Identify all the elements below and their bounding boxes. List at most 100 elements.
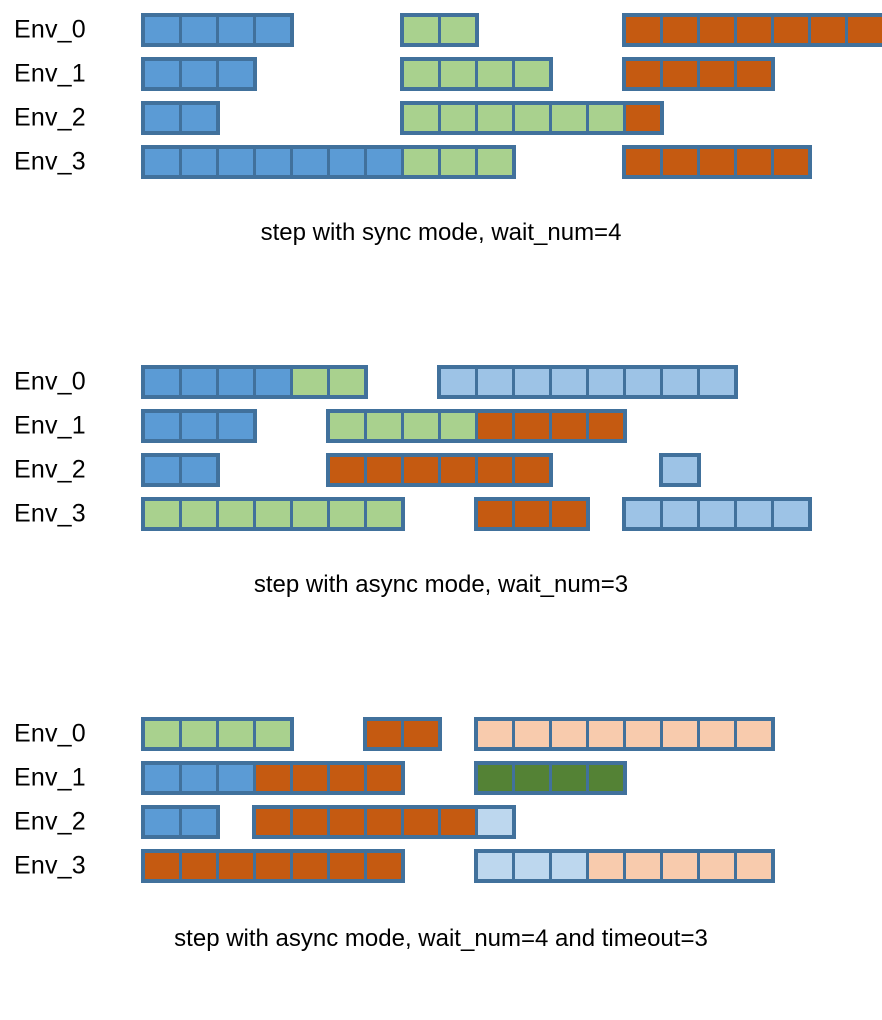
timeline-cell-green bbox=[404, 61, 438, 87]
timeline-cell-orange bbox=[330, 853, 364, 879]
timeline-block bbox=[141, 453, 220, 487]
timeline-cell-peach bbox=[626, 721, 660, 747]
timeline-block bbox=[400, 57, 553, 91]
timeline-cell-lightblue bbox=[700, 501, 734, 527]
timeline-cell-green bbox=[330, 369, 364, 395]
timeline-cell-orange bbox=[626, 149, 660, 175]
timeline-row: Env_3 bbox=[0, 492, 882, 536]
timeline-block bbox=[141, 761, 405, 795]
panel-sync-caption: step with sync mode, wait_num=4 bbox=[260, 219, 622, 246]
timeline-cell-orange bbox=[626, 61, 660, 87]
timeline-cell-orange bbox=[330, 765, 364, 791]
timeline-cell-orange bbox=[293, 809, 327, 835]
timeline-cell-blue bbox=[145, 369, 179, 395]
timeline-cell-lightblue bbox=[441, 369, 475, 395]
timeline-cell-green bbox=[293, 369, 327, 395]
timeline-block bbox=[141, 145, 516, 179]
timeline-block bbox=[141, 849, 405, 883]
timeline-cell-green bbox=[404, 105, 438, 131]
timeline-cell-lightblue bbox=[626, 369, 660, 395]
timeline-cell-orange bbox=[367, 809, 401, 835]
timeline-cell-orange bbox=[848, 17, 882, 43]
timeline-cell-orange bbox=[737, 149, 771, 175]
timeline-block bbox=[141, 409, 257, 443]
timeline-track bbox=[141, 756, 882, 800]
row-label-env_0: Env_0 bbox=[14, 719, 86, 748]
timeline-block bbox=[141, 101, 220, 135]
timeline-cell-orange bbox=[737, 17, 771, 43]
timeline-row: Env_3 bbox=[0, 844, 882, 888]
row-label-env_2: Env_2 bbox=[14, 807, 86, 836]
timeline-row: Env_1 bbox=[0, 404, 882, 448]
timeline-track bbox=[141, 96, 882, 140]
timeline-cell-lightblue bbox=[478, 369, 512, 395]
timeline-cell-peach bbox=[589, 853, 623, 879]
timeline-cell-lightblue bbox=[700, 369, 734, 395]
timeline-cell-lightblue bbox=[663, 457, 697, 483]
timeline-track bbox=[141, 712, 882, 756]
timeline-row: Env_0 bbox=[0, 712, 882, 756]
timeline-row: Env_1 bbox=[0, 756, 882, 800]
timeline-cell-darkgreen bbox=[515, 765, 549, 791]
timeline-cell-orange bbox=[256, 853, 290, 879]
timeline-cell-orange bbox=[219, 853, 253, 879]
timeline-cell-green bbox=[515, 105, 549, 131]
timeline-cell-green bbox=[441, 149, 475, 175]
timeline-cell-blue bbox=[256, 369, 290, 395]
timeline-cell-orange bbox=[515, 413, 549, 439]
timeline-cell-blue bbox=[182, 413, 216, 439]
timeline-track bbox=[141, 8, 882, 52]
timeline-cell-orange bbox=[293, 853, 327, 879]
timeline-block bbox=[474, 849, 775, 883]
timeline-cell-orange bbox=[367, 721, 401, 747]
timeline-cell-green bbox=[552, 105, 586, 131]
timeline-cell-blue bbox=[367, 149, 401, 175]
timeline-cell-blue bbox=[256, 149, 290, 175]
timeline-cell-orange bbox=[663, 61, 697, 87]
timeline-row: Env_2 bbox=[0, 96, 882, 140]
timeline-cell-blue bbox=[145, 765, 179, 791]
timeline-cell-orange bbox=[663, 149, 697, 175]
timeline-cell-orange bbox=[182, 853, 216, 879]
timeline-cell-lightblue bbox=[589, 369, 623, 395]
timeline-cell-blue bbox=[145, 413, 179, 439]
timeline-cell-green bbox=[293, 501, 327, 527]
timeline-cell-darkgreen bbox=[589, 765, 623, 791]
timeline-cell-orange bbox=[404, 457, 438, 483]
timeline-block bbox=[326, 453, 553, 487]
timeline-row: Env_2 bbox=[0, 800, 882, 844]
timeline-block bbox=[400, 101, 664, 135]
timeline-block bbox=[622, 145, 812, 179]
timeline-cell-orange bbox=[478, 413, 512, 439]
timeline-cell-lightblue bbox=[774, 501, 808, 527]
timeline-row: Env_2 bbox=[0, 448, 882, 492]
timeline-row: Env_0 bbox=[0, 360, 882, 404]
timeline-cell-orange bbox=[367, 457, 401, 483]
timeline-cell-blue bbox=[219, 765, 253, 791]
timeline-cell-orange bbox=[589, 413, 623, 439]
timeline-cell-lightblue bbox=[626, 501, 660, 527]
timeline-cell-green bbox=[367, 413, 401, 439]
timeline-cell-lightblue bbox=[663, 501, 697, 527]
timeline-cell-blue bbox=[219, 369, 253, 395]
timeline-block bbox=[141, 717, 294, 751]
timeline-cell-orange bbox=[700, 149, 734, 175]
timeline-block bbox=[252, 805, 516, 839]
timeline-cell-peach bbox=[589, 721, 623, 747]
timeline-cell-peach bbox=[552, 721, 586, 747]
timeline-cell-orange bbox=[737, 61, 771, 87]
timeline-cell-lightblue bbox=[515, 369, 549, 395]
timeline-block bbox=[141, 365, 368, 399]
timeline-cell-orange bbox=[404, 721, 438, 747]
timeline-cell-orange bbox=[256, 809, 290, 835]
timeline-cell-orange bbox=[256, 765, 290, 791]
timeline-block bbox=[622, 497, 812, 531]
timeline-cell-darkgreen bbox=[552, 765, 586, 791]
timeline-cell-green bbox=[589, 105, 623, 131]
timeline-cell-peach bbox=[737, 853, 771, 879]
timeline-cell-blue bbox=[145, 61, 179, 87]
timeline-cell-green bbox=[330, 501, 364, 527]
timeline-track bbox=[141, 404, 882, 448]
timeline-cell-blue bbox=[145, 105, 179, 131]
timeline-cell-blue bbox=[182, 17, 216, 43]
